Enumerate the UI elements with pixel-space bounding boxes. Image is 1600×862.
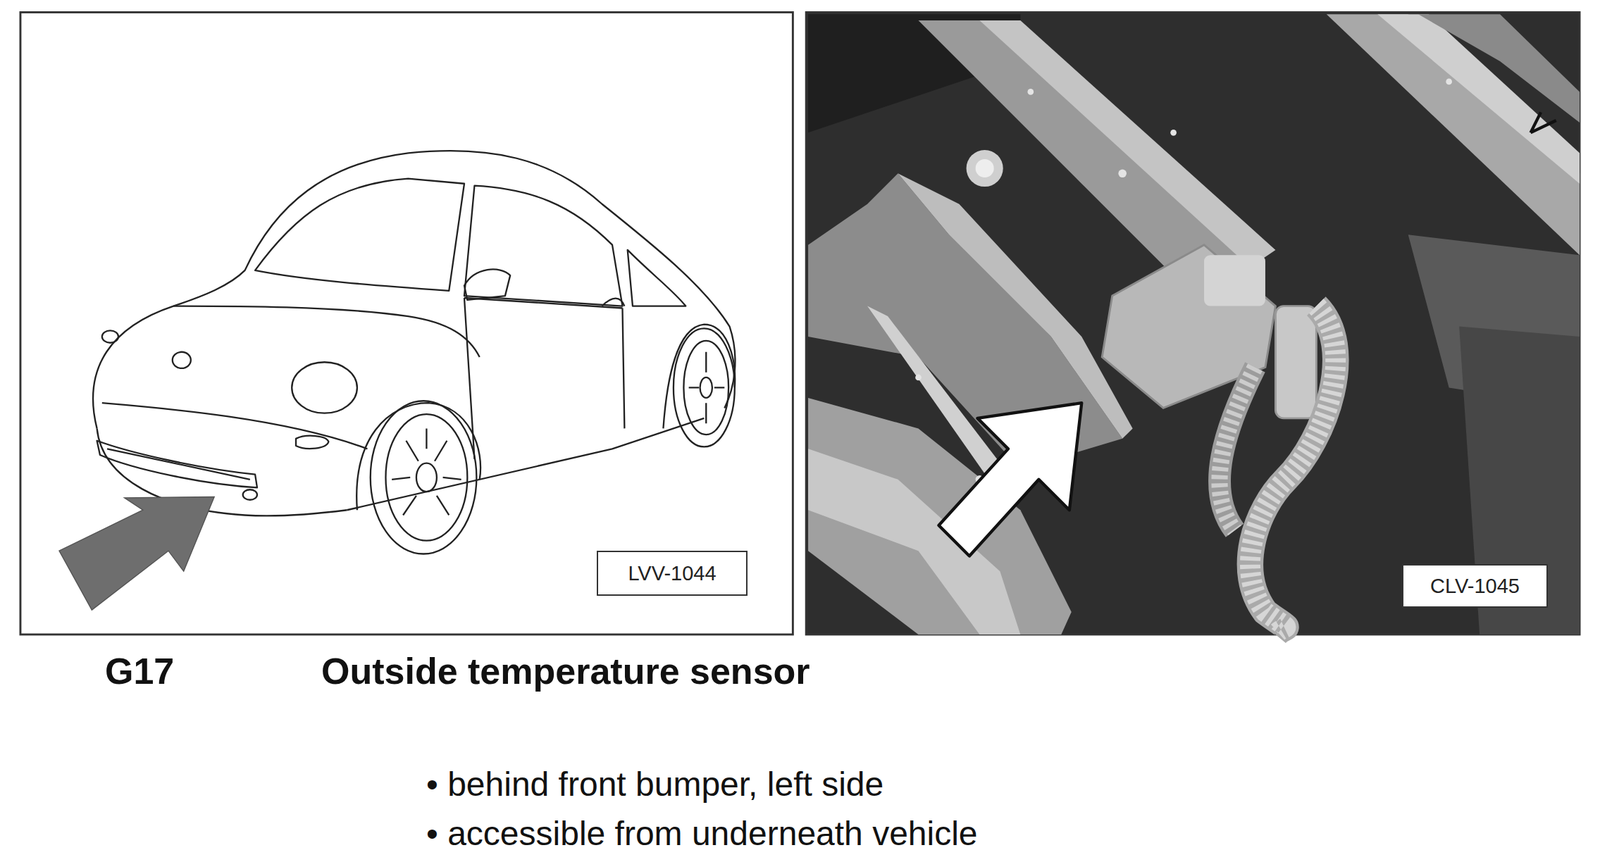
caption-heading: G17 xyxy=(104,650,175,694)
figure-code: CLV-1045 xyxy=(1430,574,1520,599)
figure-code: LVV-1044 xyxy=(627,562,716,586)
bullet-note: • behind front bumper, left side xyxy=(426,765,884,804)
bullet-note: • accessible from underneath vehicle xyxy=(426,814,978,854)
caption-heading: Outside temperature sensor xyxy=(321,650,811,694)
figure-code-box: LVV-1044 xyxy=(596,550,748,597)
figure-code-box: CLV-1045 xyxy=(1402,564,1548,609)
